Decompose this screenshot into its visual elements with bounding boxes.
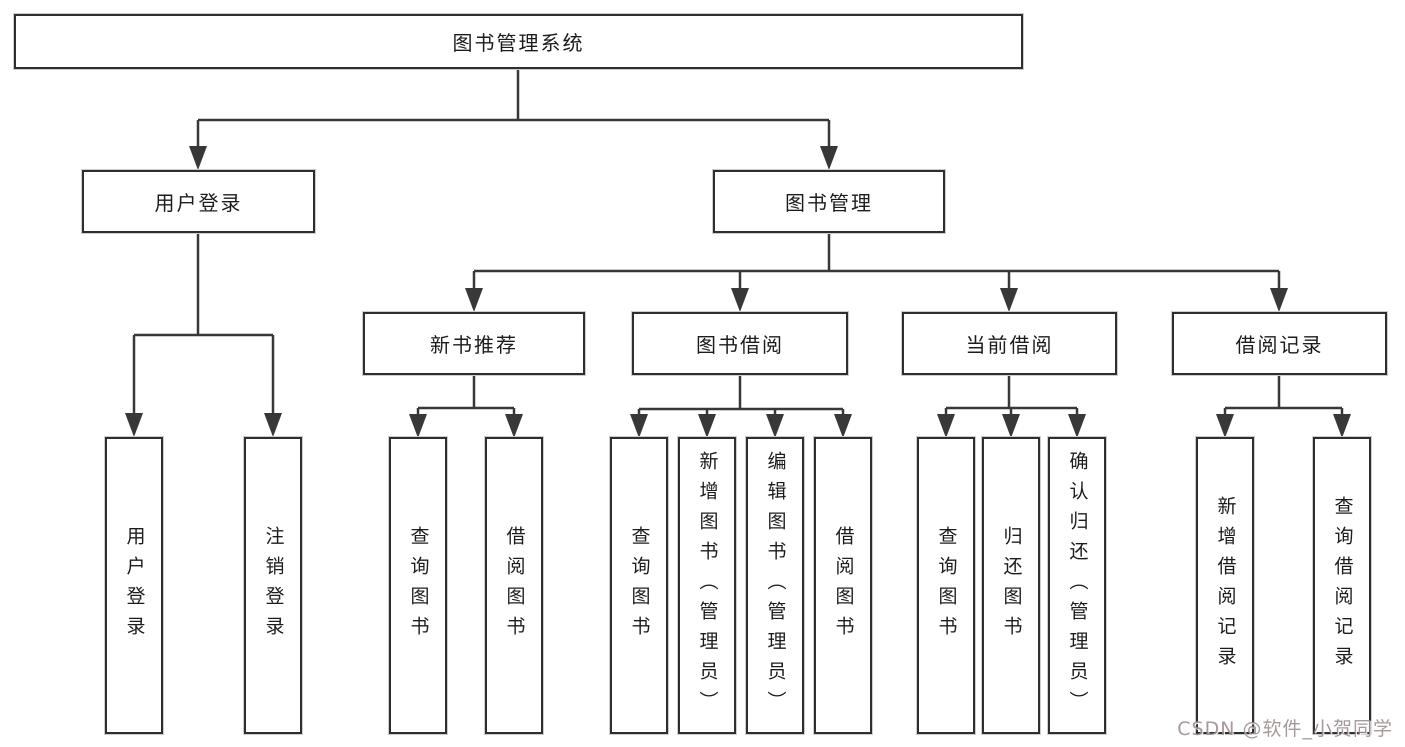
node-current-borrowing: 当前借阅	[902, 312, 1117, 375]
leaf-edit-books-admin: 编辑图书（管理员）	[746, 437, 804, 734]
node-current-borrowing-label: 当前借阅	[965, 333, 1054, 357]
node-new-book-recommendation: 新书推荐	[363, 312, 585, 375]
leaf-borrowing-query-books-label: 查询图书	[628, 525, 651, 646]
leaf-logout: 注销登录	[244, 437, 302, 734]
leaf-add-borrow-record: 新增借阅记录	[1196, 437, 1254, 734]
node-user-login-label: 用户登录	[154, 191, 243, 215]
leaf-user-login-label: 用户登录	[123, 525, 146, 646]
leaf-borrowing-borrow-books: 借阅图书	[814, 437, 872, 734]
node-library-management-system-label: 图书管理系统	[452, 31, 585, 55]
leaf-newbook-query-books-label: 查询图书	[407, 525, 430, 646]
node-user-login: 用户登录	[82, 170, 315, 233]
leaf-return-books-label: 归还图书	[1000, 525, 1023, 646]
leaf-edit-books-admin-label: 编辑图书（管理员）	[764, 450, 787, 721]
leaf-newbook-borrow-books: 借阅图书	[485, 437, 543, 734]
node-book-management: 图书管理	[713, 170, 945, 233]
leaf-add-books-admin: 新增图书（管理员）	[678, 437, 736, 734]
leaf-confirm-return-admin: 确认归还（管理员）	[1048, 437, 1106, 734]
node-new-book-recommendation-label: 新书推荐	[430, 333, 518, 357]
leaf-newbook-borrow-books-label: 借阅图书	[503, 525, 526, 646]
leaf-confirm-return-admin-label: 确认归还（管理员）	[1066, 450, 1089, 721]
node-book-borrowing: 图书借阅	[632, 312, 848, 375]
watermark-text: CSDN @软件_小贺同学	[1177, 718, 1393, 740]
node-book-borrowing-label: 图书借阅	[696, 333, 784, 357]
node-book-management-label: 图书管理	[785, 191, 873, 215]
leaf-current-query-books: 查询图书	[917, 437, 975, 734]
node-borrowing-records-label: 借阅记录	[1235, 333, 1324, 357]
leaf-return-books: 归还图书	[982, 437, 1040, 734]
leaf-query-borrow-record-label: 查询借阅记录	[1331, 495, 1354, 676]
leaf-newbook-query-books: 查询图书	[389, 437, 447, 734]
arrowheads	[125, 146, 1351, 438]
leaf-user-login: 用户登录	[105, 437, 163, 734]
leaf-add-books-admin-label: 新增图书（管理员）	[696, 450, 719, 721]
leaf-borrowing-borrow-books-label: 借阅图书	[832, 525, 855, 646]
leaf-logout-label: 注销登录	[262, 525, 285, 646]
watermark: CSDN @软件_小贺同学	[1177, 714, 1393, 741]
leaf-current-query-books-label: 查询图书	[935, 525, 958, 646]
leaf-query-borrow-record: 查询借阅记录	[1313, 437, 1371, 734]
leaf-add-borrow-record-label: 新增借阅记录	[1214, 495, 1237, 676]
leaf-borrowing-query-books: 查询图书	[610, 437, 668, 734]
node-library-management-system: 图书管理系统	[14, 14, 1023, 69]
node-borrowing-records: 借阅记录	[1172, 312, 1387, 375]
